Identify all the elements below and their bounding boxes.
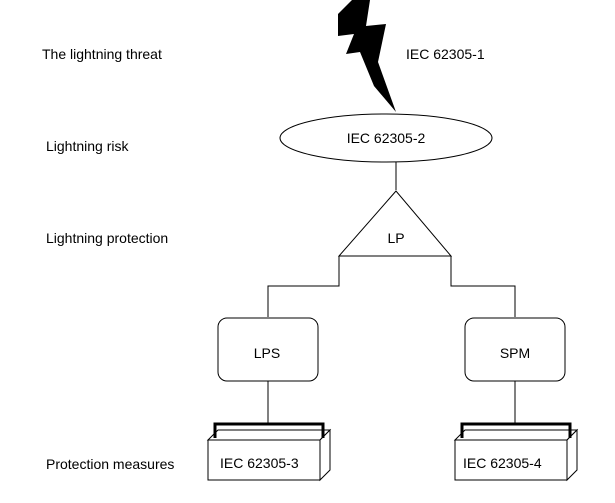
- lightning-bolt-icon: [338, 0, 396, 112]
- lp-text: LP: [387, 230, 404, 246]
- lps-standard-box: IEC 62305-3: [206, 422, 332, 482]
- lps-node: LPS: [217, 317, 319, 382]
- label-lightning-protection: Lightning protection: [46, 230, 169, 246]
- risk-standard-text: IEC 62305-2: [347, 130, 426, 146]
- spm-standard-text: IEC 62305-4: [463, 455, 542, 471]
- lp-node: LP: [337, 190, 453, 257]
- risk-node: IEC 62305-2: [279, 113, 493, 163]
- spm-standard-box: IEC 62305-4: [453, 422, 579, 482]
- label-lightning-risk: Lightning risk: [46, 138, 129, 154]
- lps-standard-text: IEC 62305-3: [220, 455, 299, 471]
- label-protection-measures: Protection measures: [46, 456, 175, 472]
- label-lightning-threat: The lightning threat: [42, 46, 162, 62]
- spm-node: SPM: [464, 317, 566, 382]
- connector-lp-spm: [450, 256, 516, 317]
- spm-text: SPM: [500, 345, 530, 361]
- lps-text: LPS: [254, 345, 280, 361]
- connector-lp-lps: [267, 256, 340, 317]
- threat-standard-label: IEC 62305-1: [406, 46, 485, 62]
